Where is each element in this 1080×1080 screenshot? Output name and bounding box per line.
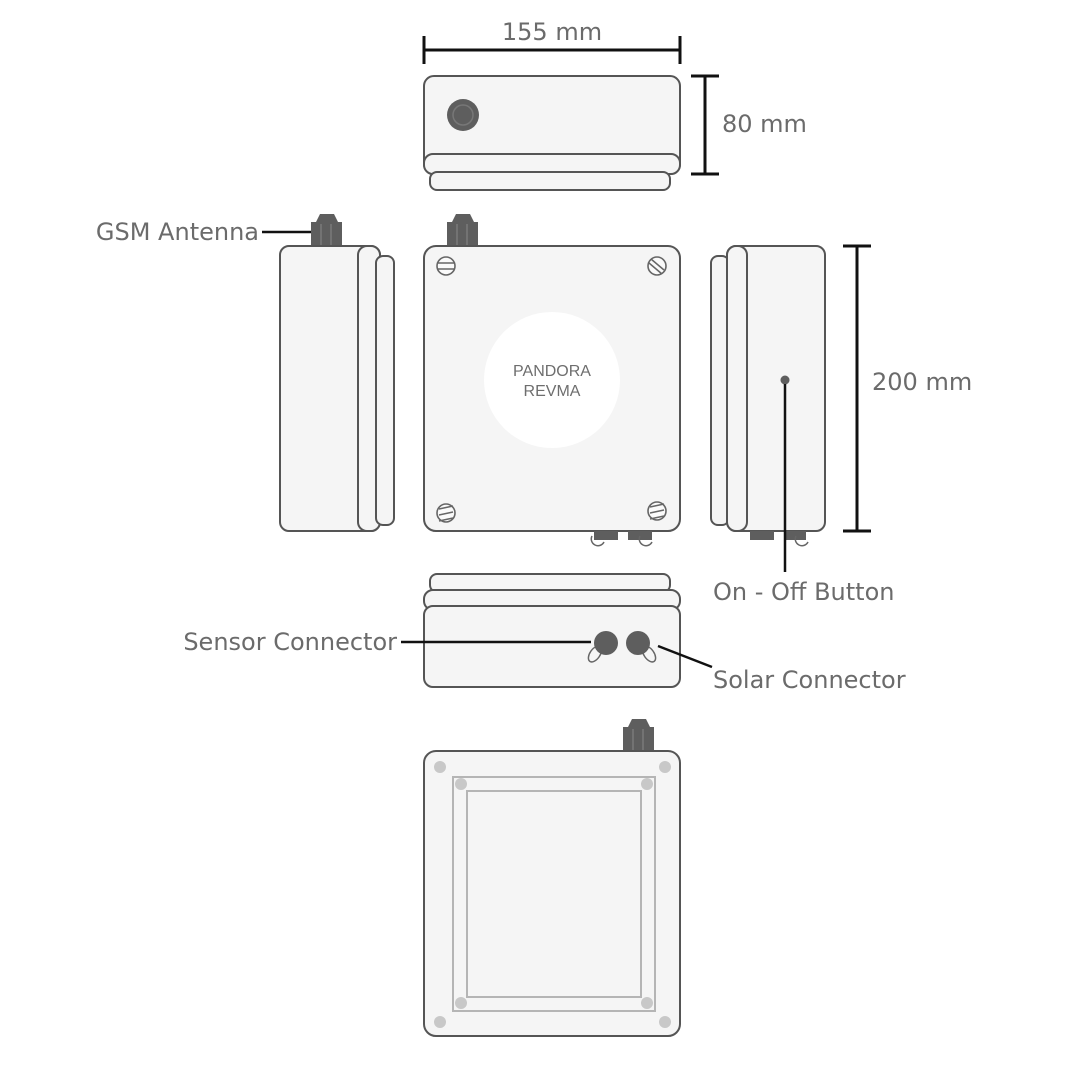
left-side-view — [279, 214, 395, 532]
screw-top-right-icon — [647, 256, 667, 276]
on-off-button-icon — [780, 375, 790, 385]
sensor-connector-label: Sensor Connector — [183, 628, 397, 656]
top-view-lid-base — [429, 171, 671, 191]
width-dimension: 155 mm — [422, 18, 682, 64]
back-mounting-plate — [452, 776, 656, 1012]
sensor-connector-callout: Sensor Connector — [183, 628, 591, 656]
front-bottom-connectors — [590, 531, 653, 547]
gsm-antenna-label: GSM Antenna — [96, 218, 259, 246]
on-off-callout: On - Off Button — [713, 384, 894, 606]
screw-bottom-right-icon — [647, 501, 667, 521]
on-off-label: On - Off Button — [713, 578, 894, 606]
depth-dimension: 80 mm — [691, 74, 807, 176]
width-label: 155 mm — [502, 18, 602, 46]
back-inner-panel — [466, 790, 642, 998]
front-view: PANDORA REVMA — [423, 214, 681, 547]
logo-line-1: PANDORA — [513, 363, 591, 380]
back-antenna-icon — [623, 719, 654, 751]
right-side-view — [710, 245, 826, 547]
top-view — [423, 75, 681, 191]
solar-connector-label: Solar Connector — [713, 666, 906, 694]
screw-top-left-icon — [436, 256, 456, 276]
solar-connector-callout: Solar Connector — [657, 644, 906, 694]
solar-connector-icon — [626, 631, 657, 663]
gsm-antenna-icon — [311, 214, 342, 246]
height-dimension: 200 mm — [843, 244, 972, 533]
right-side-lid — [726, 245, 748, 532]
back-mount-holes — [434, 761, 671, 1028]
height-label: 200 mm — [872, 368, 972, 396]
screw-bottom-left-icon — [436, 503, 456, 523]
depth-label: 80 mm — [722, 110, 807, 138]
back-body — [423, 750, 681, 1037]
bottom-view — [423, 573, 681, 688]
bottom-view-body — [423, 605, 681, 688]
sensor-connector-icon — [587, 631, 618, 663]
left-side-lid-edge — [375, 255, 395, 526]
front-antenna-icon — [447, 214, 478, 246]
logo-disc — [484, 312, 620, 448]
back-view — [423, 719, 681, 1037]
gsm-antenna-callout: GSM Antenna — [96, 218, 311, 246]
logo-line-2: REVMA — [524, 383, 581, 400]
top-antenna-port-icon — [447, 99, 479, 131]
